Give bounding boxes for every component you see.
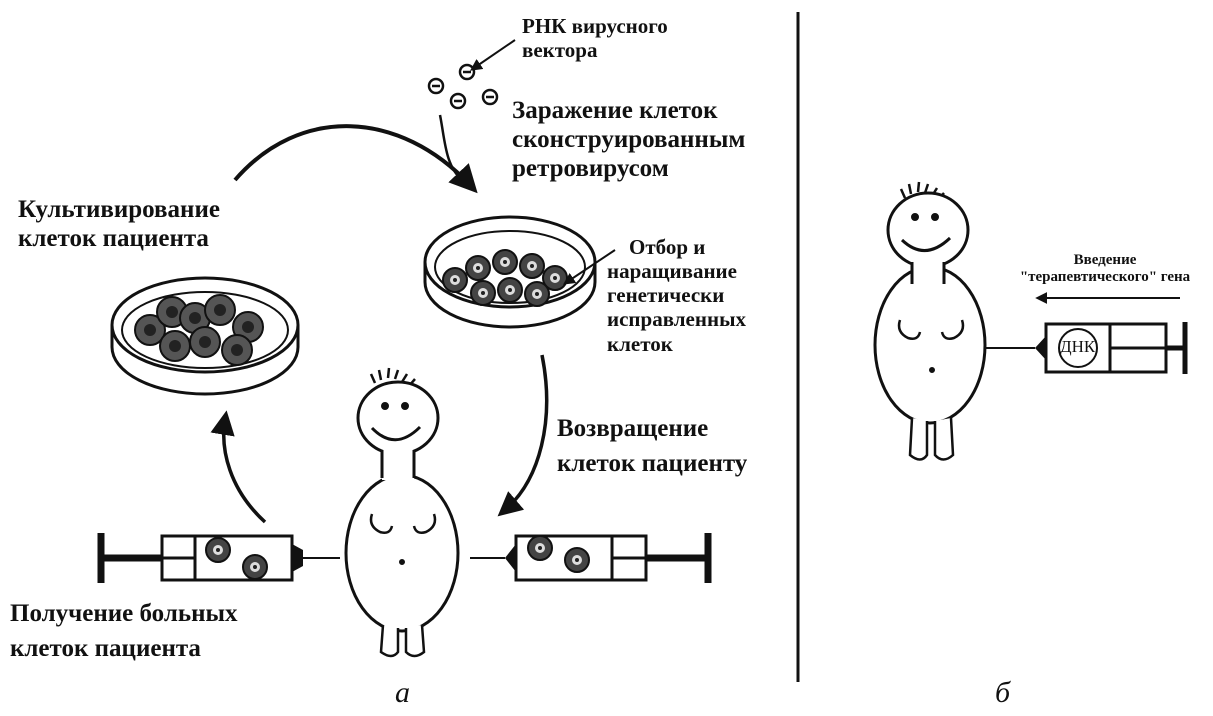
virus-particles bbox=[429, 65, 497, 108]
syringe-left bbox=[101, 533, 340, 583]
introduction-label: Введение "терапевтического" гена bbox=[1010, 252, 1200, 287]
cycle-arrow-right bbox=[505, 355, 547, 510]
infection-label: Заражение клеток сконструированным ретро… bbox=[512, 97, 745, 183]
syringe-b-text: ДНК bbox=[1060, 337, 1095, 357]
cycle-arrow-top bbox=[235, 126, 470, 185]
return-label: Возвращение клеток пациенту bbox=[557, 415, 747, 479]
petri-dish-right bbox=[425, 217, 595, 327]
patient-figure-b bbox=[875, 182, 985, 460]
cycle-arrow-left bbox=[224, 420, 265, 522]
petri-dish-left bbox=[112, 278, 298, 394]
obtaining-label: Получение больных клеток пациента bbox=[10, 600, 238, 664]
syringe-right bbox=[470, 533, 708, 583]
panel-letter-a: а bbox=[395, 676, 410, 710]
cultivation-label: Культивирование клеток пациента bbox=[18, 196, 220, 254]
patient-figure-a bbox=[346, 368, 458, 656]
rna-vector-label: РНК вирусного вектора bbox=[522, 14, 668, 62]
panel-letter-b: б bbox=[995, 676, 1010, 710]
selection-label: Отбор и наращивание генетически исправле… bbox=[607, 235, 746, 356]
rna-pointer-arrow bbox=[474, 40, 515, 68]
infection-arrow bbox=[440, 115, 462, 180]
